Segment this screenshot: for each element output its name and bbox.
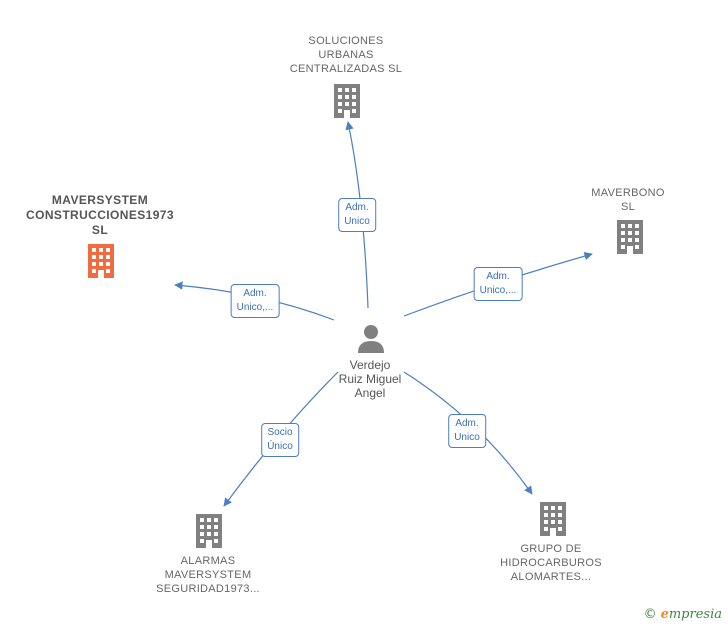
- edge-label-line: Adm.: [345, 202, 369, 213]
- building-icon[interactable]: [194, 514, 224, 548]
- edge-label-line: Adm.: [486, 271, 510, 282]
- node-label-line: GRUPO DE: [520, 543, 582, 555]
- node-label-line: ALARMAS: [180, 555, 236, 567]
- building-icon[interactable]: [615, 220, 645, 254]
- building-icon[interactable]: [332, 84, 362, 118]
- person-label-line: Angel: [354, 386, 386, 400]
- edge-label-maversystem-construcciones[interactable]: Adm. Unico,...: [230, 284, 280, 318]
- edge-label-line: Único: [267, 441, 293, 452]
- node-label-maversystem-construcciones: MAVERSYSTEM CONSTRUCCIONES1973 SL: [26, 193, 174, 238]
- building-icon[interactable]: [86, 244, 116, 278]
- building-icon[interactable]: [538, 502, 568, 536]
- node-label-soluciones: SOLUCIONES URBANAS CENTRALIZADAS SL: [290, 34, 402, 76]
- copyright-icon: ©: [643, 607, 657, 622]
- edge-label-line: Adm.: [243, 288, 267, 299]
- person-label-line: Ruiz Miguel: [338, 372, 402, 386]
- node-label-line: MAVERSYSTEM: [164, 569, 252, 581]
- edge-label-line: Unico: [454, 432, 480, 443]
- edge-label-alarmas[interactable]: Socio Único: [261, 423, 299, 457]
- brand-name: mpresia: [668, 607, 722, 622]
- node-label-line: MAVERBONO: [591, 187, 665, 199]
- node-label-line: HIDROCARBUROS: [500, 557, 602, 569]
- node-label-line: SEGURIDAD1973...: [156, 583, 260, 595]
- brand-initial: e: [660, 607, 669, 622]
- edge-label-line: Socio: [267, 427, 293, 438]
- node-label-alarmas: ALARMAS MAVERSYSTEM SEGURIDAD1973...: [156, 554, 260, 596]
- edge-label-line: Unico,...: [236, 302, 274, 313]
- node-label-line: URBANAS: [318, 49, 374, 61]
- edge-label-soluciones[interactable]: Adm. Unico: [338, 198, 376, 232]
- edge-label-line: Adm.: [455, 418, 479, 429]
- edge-label-maverbono[interactable]: Adm. Unico,...: [473, 267, 523, 301]
- node-label-line: CENTRALIZADAS SL: [289, 63, 403, 75]
- brand-watermark: ©empresia: [644, 607, 722, 622]
- node-label-line: ALOMARTES...: [510, 571, 592, 583]
- node-label-grupo: GRUPO DE HIDROCARBUROS ALOMARTES...: [500, 542, 602, 584]
- edge-label-line: Unico,...: [479, 285, 517, 296]
- node-label-maverbono: MAVERBONO SL: [591, 186, 664, 214]
- node-label-line: SOLUCIONES: [308, 35, 384, 47]
- node-label-line: SL: [620, 201, 636, 213]
- node-label-line: SL: [91, 223, 109, 237]
- node-label-line: MAVERSYSTEM: [51, 193, 149, 207]
- node-label-line: CONSTRUCCIONES1973: [26, 208, 174, 222]
- person-icon[interactable]: [356, 323, 386, 353]
- person-label-line: Verdejo: [349, 358, 391, 372]
- edge-label-grupo[interactable]: Adm. Unico: [448, 414, 486, 448]
- center-person-label: Verdejo Ruiz Miguel Angel: [339, 358, 402, 400]
- edge-label-line: Unico: [344, 216, 370, 227]
